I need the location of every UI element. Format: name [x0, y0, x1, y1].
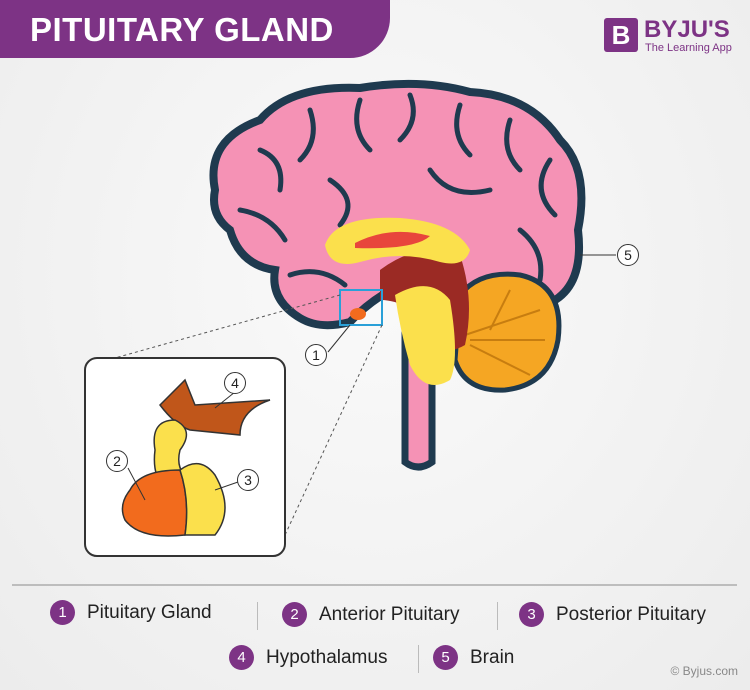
- zoom-guide-lines: [114, 294, 383, 536]
- callout-1: 1: [305, 344, 327, 366]
- legend-label: Brain: [470, 646, 515, 668]
- pituitary-gland: [350, 308, 366, 320]
- brainstem-yellow: [395, 286, 455, 385]
- legend-item: 1 Pituitary Gland: [50, 600, 212, 625]
- legend-separator: [497, 602, 498, 630]
- cerebrum: [209, 79, 586, 330]
- pituitary-highlight-box: [339, 289, 383, 326]
- legend-label: Hypothalamus: [266, 646, 388, 668]
- legend-separator: [257, 602, 258, 630]
- brain-illustration: [84, 79, 616, 557]
- legend-item: 3 Posterior Pituitary: [519, 602, 706, 627]
- callout-5: 5: [617, 244, 639, 266]
- legend-number: 2: [282, 602, 307, 627]
- cerebellum: [452, 271, 562, 393]
- legend-item: 5 Brain: [433, 645, 514, 670]
- callout-3: 3: [237, 469, 259, 491]
- legend-item: 2 Anterior Pituitary: [282, 602, 459, 627]
- legend-number: 1: [50, 600, 75, 625]
- logo-name: BYJU'S: [644, 16, 730, 43]
- pituitary-leader-line: [327, 324, 351, 353]
- logo-mark: B: [604, 18, 638, 52]
- legend-divider: [12, 584, 737, 586]
- legend-number: 5: [433, 645, 458, 670]
- callout-4: 4: [224, 372, 246, 394]
- copyright: © Byjus.com: [670, 664, 738, 678]
- legend-separator: [418, 645, 419, 673]
- brain-sulci: [237, 92, 558, 288]
- legend-item: 4 Hypothalamus: [229, 645, 387, 670]
- callout-2: 2: [106, 450, 128, 472]
- fornix: [355, 231, 430, 249]
- page-title: PITUITARY GLAND: [30, 11, 334, 48]
- legend-label: Pituitary Gland: [87, 601, 212, 623]
- title-banner: PITUITARY GLAND: [0, 0, 390, 58]
- legend-label: Anterior Pituitary: [319, 603, 460, 625]
- inset-posterior-pituitary: [179, 462, 226, 536]
- cerebellum-arbor: [464, 289, 545, 376]
- logo-tagline: The Learning App: [645, 42, 732, 54]
- legend-number: 4: [229, 645, 254, 670]
- legend-number: 3: [519, 602, 544, 627]
- legend-label: Posterior Pituitary: [556, 603, 706, 625]
